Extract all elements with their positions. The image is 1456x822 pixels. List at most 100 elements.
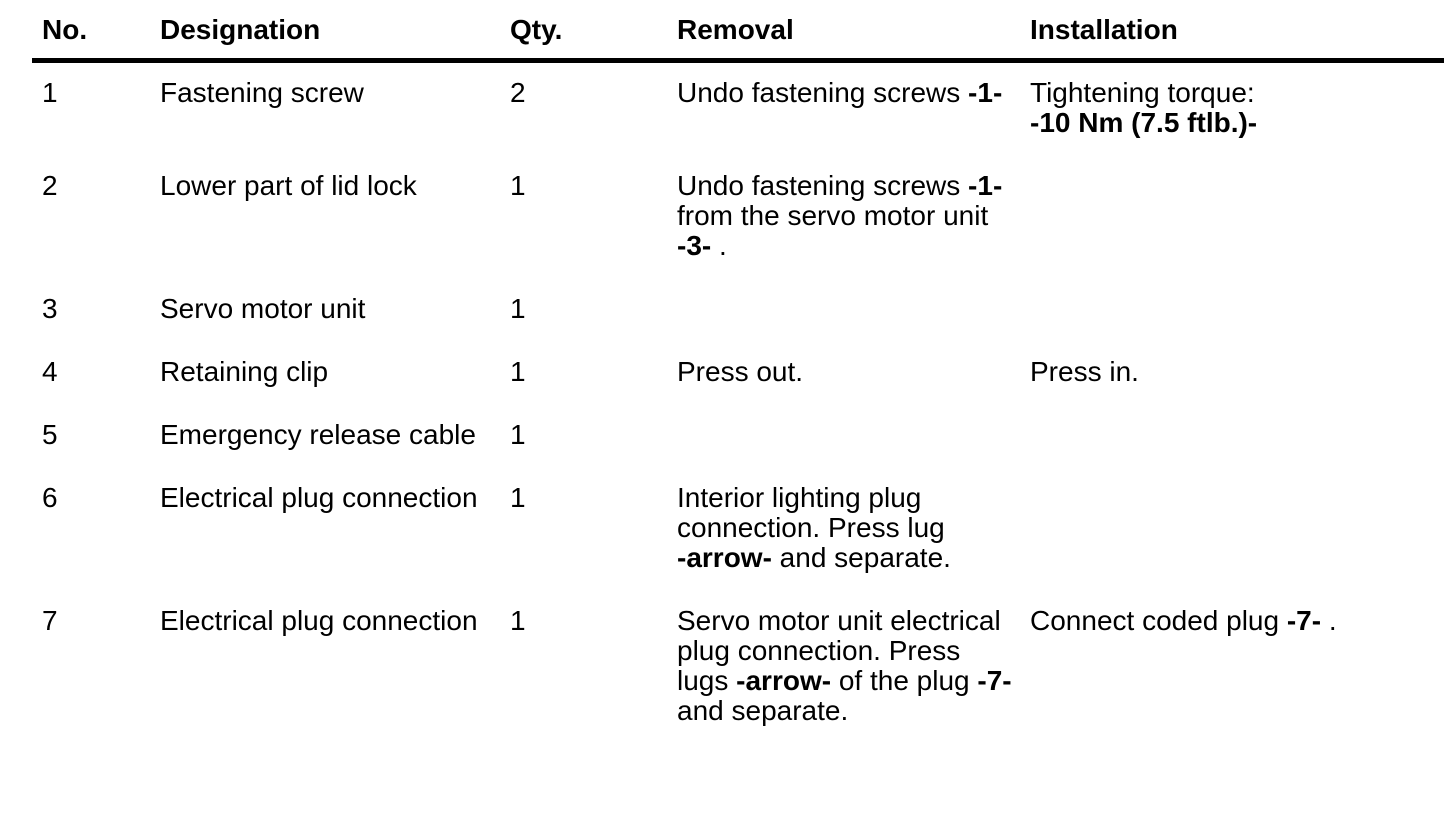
text-line: lugs -arrow- of the plug -7- bbox=[677, 666, 1020, 696]
cell-no: 2 bbox=[32, 171, 160, 294]
cell-removal: Undo fastening screws -1- bbox=[677, 61, 1030, 172]
table-row: 4 Retaining clip 1 Press out. Press in. bbox=[32, 357, 1444, 420]
cell-designation: Fastening screw bbox=[160, 61, 510, 172]
cell-value: 2 bbox=[510, 77, 526, 108]
cell-removal bbox=[677, 420, 1030, 483]
text-line: Connect coded plug -7- . bbox=[1030, 606, 1444, 636]
cell-value: 3 bbox=[42, 293, 58, 324]
text-segment: plug connection. Press bbox=[677, 635, 961, 666]
parts-table: No. Designation Qty. Removal Installatio… bbox=[32, 15, 1444, 759]
cell-value: 4 bbox=[42, 356, 58, 387]
text-segment: Interior lighting plug bbox=[677, 482, 922, 513]
cell-installation: Press in. bbox=[1030, 357, 1444, 420]
text-segment: Press out. bbox=[677, 356, 804, 387]
text-segment: Undo fastening screws bbox=[677, 77, 969, 108]
text-segment: Servo motor unit electrical bbox=[677, 605, 1001, 636]
cell-removal: Undo fastening screws -1-from the servo … bbox=[677, 171, 1030, 294]
cell-value: 1 bbox=[510, 419, 526, 450]
cell-value: Electrical plug connection bbox=[160, 605, 478, 636]
cell-no: 5 bbox=[32, 420, 160, 483]
cell-designation: Electrical plug connection bbox=[160, 483, 510, 606]
cell-installation bbox=[1030, 483, 1444, 606]
text-segment: of the plug bbox=[831, 665, 978, 696]
text-line: Undo fastening screws -1- bbox=[677, 78, 1020, 108]
table-row: 1 Fastening screw 2 Undo fastening screws -… bbox=[32, 61, 1444, 172]
cell-value: Lower part of lid lock bbox=[160, 170, 417, 201]
cell-no: 1 bbox=[32, 61, 160, 172]
cell-qty: 1 bbox=[510, 357, 677, 420]
cell-value: Servo motor unit bbox=[160, 293, 366, 324]
cell-value: Emergency release cable bbox=[160, 419, 476, 450]
cell-value: 1 bbox=[510, 293, 526, 324]
text-segment: Tightening torque: bbox=[1030, 77, 1255, 108]
cell-designation: Retaining clip bbox=[160, 357, 510, 420]
text-segment: and separate. bbox=[677, 695, 849, 726]
cell-designation: Servo motor unit bbox=[160, 294, 510, 357]
cell-qty: 1 bbox=[510, 606, 677, 759]
text-segment: Connect coded plug bbox=[1030, 605, 1287, 636]
table-row: 5 Emergency release cable 1 bbox=[32, 420, 1444, 483]
text-segment: and separate. bbox=[771, 542, 951, 573]
reference-marker: -3- bbox=[677, 230, 712, 261]
text-line: -10 Nm (7.5 ftlb.)- bbox=[1030, 108, 1444, 138]
reference-marker: -7- bbox=[977, 665, 1012, 696]
cell-value: 1 bbox=[42, 77, 58, 108]
cell-value: 2 bbox=[42, 170, 58, 201]
table-row: 7 Electrical plug connection 1 Servo motor … bbox=[32, 606, 1444, 759]
text-segment: Press in. bbox=[1030, 356, 1139, 387]
column-header-removal: Removal bbox=[677, 15, 1030, 63]
cell-designation: Emergency release cable bbox=[160, 420, 510, 483]
cell-qty: 2 bbox=[510, 61, 677, 172]
column-header-installation: Installation bbox=[1030, 15, 1444, 63]
cell-installation: Tightening torque:-10 Nm (7.5 ftlb.)- bbox=[1030, 61, 1444, 172]
reference-marker: -1- bbox=[968, 77, 1003, 108]
column-header-qty: Qty. bbox=[510, 15, 677, 63]
reference-marker: -10 Nm (7.5 ftlb.)- bbox=[1030, 107, 1258, 138]
text-segment: . bbox=[1321, 605, 1337, 636]
table-row: 3 Servo motor unit 1 bbox=[32, 294, 1444, 357]
cell-designation: Electrical plug connection bbox=[160, 606, 510, 759]
text-line: Press out. bbox=[677, 357, 1020, 387]
header-row: No. Designation Qty. Removal Installatio… bbox=[32, 15, 1444, 63]
cell-value: 1 bbox=[510, 605, 526, 636]
cell-installation bbox=[1030, 171, 1444, 294]
cell-value: 1 bbox=[510, 482, 526, 513]
cell-value: Retaining clip bbox=[160, 356, 329, 387]
text-line: Interior lighting plug bbox=[677, 483, 1020, 513]
text-line: -arrow- and separate. bbox=[677, 543, 1020, 573]
reference-marker: -arrow- bbox=[736, 665, 832, 696]
text-line: connection. Press lug bbox=[677, 513, 1020, 543]
cell-value: 1 bbox=[510, 356, 526, 387]
text-line: from the servo motor unit bbox=[677, 201, 1020, 231]
cell-no: 6 bbox=[32, 483, 160, 606]
cell-installation bbox=[1030, 294, 1444, 357]
reference-marker: -7- bbox=[1286, 605, 1322, 636]
cell-no: 7 bbox=[32, 606, 160, 759]
reference-marker: -1- bbox=[968, 170, 1003, 201]
text-line: Press in. bbox=[1030, 357, 1444, 387]
cell-removal bbox=[677, 294, 1030, 357]
text-line: Servo motor unit electrical bbox=[677, 606, 1020, 636]
column-header-designation: Designation bbox=[160, 15, 510, 63]
table-header: No. Designation Qty. Removal Installatio… bbox=[32, 15, 1444, 63]
cell-no: 4 bbox=[32, 357, 160, 420]
cell-designation: Lower part of lid lock bbox=[160, 171, 510, 294]
cell-value: Fastening screw bbox=[160, 77, 364, 108]
cell-value: 6 bbox=[42, 482, 58, 513]
text-line: and separate. bbox=[677, 696, 1020, 726]
cell-qty: 1 bbox=[510, 420, 677, 483]
cell-value: 7 bbox=[42, 605, 58, 636]
column-header-no: No. bbox=[32, 15, 160, 63]
cell-no: 3 bbox=[32, 294, 160, 357]
cell-qty: 1 bbox=[510, 483, 677, 606]
cell-installation bbox=[1030, 420, 1444, 483]
cell-qty: 1 bbox=[510, 171, 677, 294]
cell-qty: 1 bbox=[510, 294, 677, 357]
cell-value: 5 bbox=[42, 419, 58, 450]
